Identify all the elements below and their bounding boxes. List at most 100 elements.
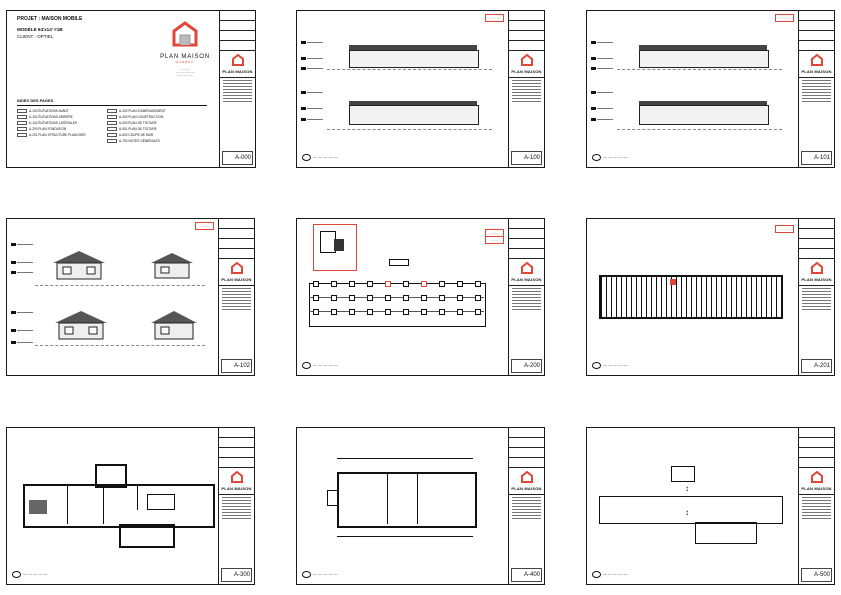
level-marker — [301, 118, 323, 121]
foundation-post — [331, 281, 337, 287]
title-block: PLAN MAISON A-200 — [508, 219, 544, 375]
index-item[interactable]: A-500 PLAN DE TOITURE — [107, 120, 166, 126]
foundation-post — [313, 281, 319, 287]
index-item[interactable]: A-700 NOTES GÉNÉRALES — [107, 138, 166, 144]
front-elevation — [639, 50, 769, 68]
level-marker — [11, 261, 33, 264]
index-item[interactable]: A-300 PLAN D'AMÉNAGEMENT — [107, 108, 166, 114]
level-marker — [301, 67, 323, 70]
title-block-logo: PLAN MAISON — [799, 51, 834, 78]
house-logo-icon — [521, 53, 533, 66]
detail-callout — [313, 224, 357, 271]
sheet-a300[interactable]: — — — — — PLAN MAISON A-300 — [6, 427, 255, 585]
level-marker — [301, 91, 323, 94]
sheet-a101[interactable]: — — — — — — — — PLAN MAISON A-101 — [586, 10, 835, 168]
foundation-post — [439, 281, 445, 287]
construction-plan — [337, 472, 477, 528]
index-item[interactable]: A-600 COUPE DE MUR — [107, 132, 166, 138]
foundation-post — [349, 295, 355, 301]
sheet-a400[interactable]: — — — — — PLAN MAISON A-400 — [296, 427, 545, 585]
sheet-a201[interactable]: — — — — — — — — PLAN MAISON A-201 — [586, 218, 835, 376]
grade-line — [35, 345, 205, 346]
scale-note: — — — — — — [592, 571, 627, 578]
foundation-post — [385, 295, 391, 301]
level-marker — [591, 118, 613, 121]
roof-line — [349, 45, 477, 50]
porch-left — [327, 490, 339, 506]
house-logo-icon — [231, 261, 243, 274]
foundation-post — [313, 309, 319, 315]
sheet-a200[interactable]: — — — — — — — — — PLAN MAISON A-200 — [296, 218, 545, 376]
project-title: PROJET : MAISON MOBILE — [17, 16, 83, 22]
side-elevation-left-2 — [55, 311, 107, 340]
sheet-number: A-201 — [801, 359, 832, 373]
title-block: PLAN MAISON A-400 — [508, 428, 544, 584]
index-item[interactable]: A-201 PLAN STRUCTURE PLANCHER — [17, 132, 86, 138]
revision-tag: — — — [485, 236, 504, 244]
roof-line — [349, 101, 477, 105]
house-logo-icon — [521, 261, 533, 274]
sheet-cover[interactable]: PROJET : MAISON MOBILE MODÈLE 64'x14' #1… — [6, 10, 256, 168]
index-item[interactable]: A-200 PLAN FONDATION — [17, 126, 86, 132]
front-elevation — [349, 50, 479, 68]
grade-line — [327, 69, 492, 70]
title-block-logo: PLAN MAISON — [219, 259, 254, 286]
sheet-a102[interactable]: — — — PLAN MAISON A-102 — [6, 218, 255, 376]
foundation-post — [331, 295, 337, 301]
index-item[interactable]: A-102 ÉLÉVATIONS LATÉRALES — [17, 120, 86, 126]
sheet-number: A-400 — [511, 568, 542, 582]
level-marker — [11, 341, 33, 344]
level-marker — [11, 329, 33, 332]
grade-line — [617, 129, 782, 130]
slope-arrow: ↕ — [685, 484, 689, 493]
foundation-post — [349, 281, 355, 287]
dimension-string — [337, 458, 473, 459]
foundation-post — [331, 309, 337, 315]
room-furniture — [29, 500, 47, 514]
house-logo-icon — [231, 470, 243, 483]
room-furniture — [147, 494, 175, 510]
level-marker — [591, 91, 613, 94]
foundation-post — [403, 281, 409, 287]
level-marker — [301, 57, 323, 60]
model-label: MODÈLE 64'x14' #1B — [17, 27, 63, 32]
level-marker — [591, 41, 613, 44]
title-block-logo: PLAN MAISON — [799, 468, 834, 495]
cover-logo: PLAN MAISON QUÉBEC — — —— — — — — —— — —… — [160, 19, 210, 77]
index-item[interactable]: A-101 ÉLÉVATIONS ARRIÈRE — [17, 114, 86, 120]
foundation-post — [385, 309, 391, 315]
index-item[interactable]: A-100 ÉLÉVATIONS AVANT — [17, 108, 86, 114]
scale-note: — — — — — — [592, 154, 627, 161]
sheet-a100[interactable]: — — — — — — — — PLAN MAISON A-100 — [296, 10, 545, 168]
floor-structure — [599, 275, 783, 319]
title-block-logo: PLAN MAISON — [509, 468, 544, 495]
beam-line — [309, 311, 484, 312]
house-logo-icon — [172, 21, 198, 47]
house-logo-icon — [811, 53, 823, 66]
foundation-post — [475, 281, 481, 287]
sheet-a500[interactable]: ↕ ↕ — — — — — PLAN MAISON A-500 — [586, 427, 835, 585]
foundation-post — [475, 295, 481, 301]
sheet-number: A-100 — [511, 151, 542, 165]
title-block: PLAN MAISON A-300 — [218, 428, 254, 584]
foundation-post — [439, 309, 445, 315]
interior-wall — [103, 484, 104, 524]
title-block: PLAN MAISON A-201 — [798, 219, 834, 375]
sheet-number: A-200 — [511, 359, 542, 373]
sheet-number: A-500 — [801, 568, 832, 582]
house-logo-icon — [521, 470, 533, 483]
level-marker — [11, 243, 33, 246]
index-item[interactable]: A-400 PLAN CONSTRUCTION — [107, 114, 166, 120]
index-left-list: A-100 ÉLÉVATIONS AVANT A-101 ÉLÉVATIONS … — [17, 108, 86, 138]
title-block: PLAN MAISON A-102 — [218, 219, 254, 375]
index-item[interactable]: A-501 PLAN DE TOITURE — [107, 126, 166, 132]
roof-line — [639, 101, 767, 105]
scale-note: — — — — — — [12, 571, 47, 578]
floor-plan — [23, 484, 215, 528]
level-marker — [591, 57, 613, 60]
foundation-post — [367, 295, 373, 301]
title-block-logo: PLAN MAISON — [509, 259, 544, 286]
title-block-logo: PLAN MAISON — [799, 259, 834, 286]
roof-porch — [671, 466, 695, 482]
title-block: PLAN MAISON A-000 — [219, 11, 255, 167]
